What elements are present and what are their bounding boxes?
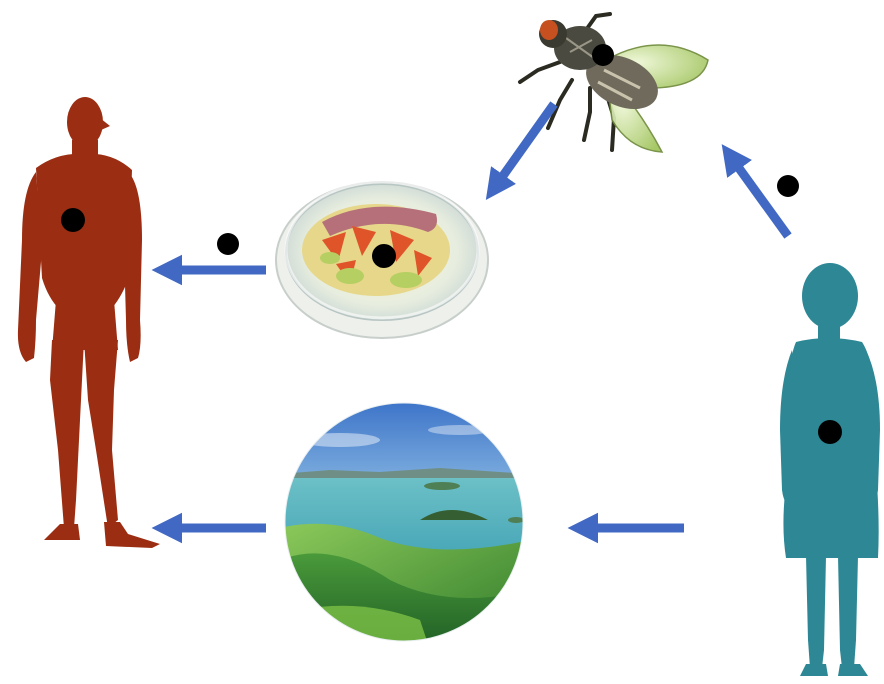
child-marker-dot	[818, 420, 842, 444]
housefly-icon	[520, 14, 708, 152]
adult-marker-dot	[61, 208, 85, 232]
water-landscape-icon	[280, 400, 530, 650]
child-silhouette-icon	[780, 263, 880, 676]
arrow-dish-adult-marker-dot	[217, 233, 239, 255]
child-node	[780, 263, 880, 676]
dish-marker-dot	[372, 244, 396, 268]
adult-human-node	[18, 97, 160, 548]
food-dish-node	[276, 182, 488, 338]
arrow-fly-to-dish	[500, 104, 554, 180]
arrow-child-fly-marker-dot	[777, 175, 799, 197]
fly-node	[520, 14, 708, 152]
fly-marker-dot	[592, 44, 614, 66]
arrow-child-to-fly	[736, 164, 788, 236]
landscape-node	[280, 400, 530, 650]
adult-human-silhouette-icon	[18, 97, 160, 548]
